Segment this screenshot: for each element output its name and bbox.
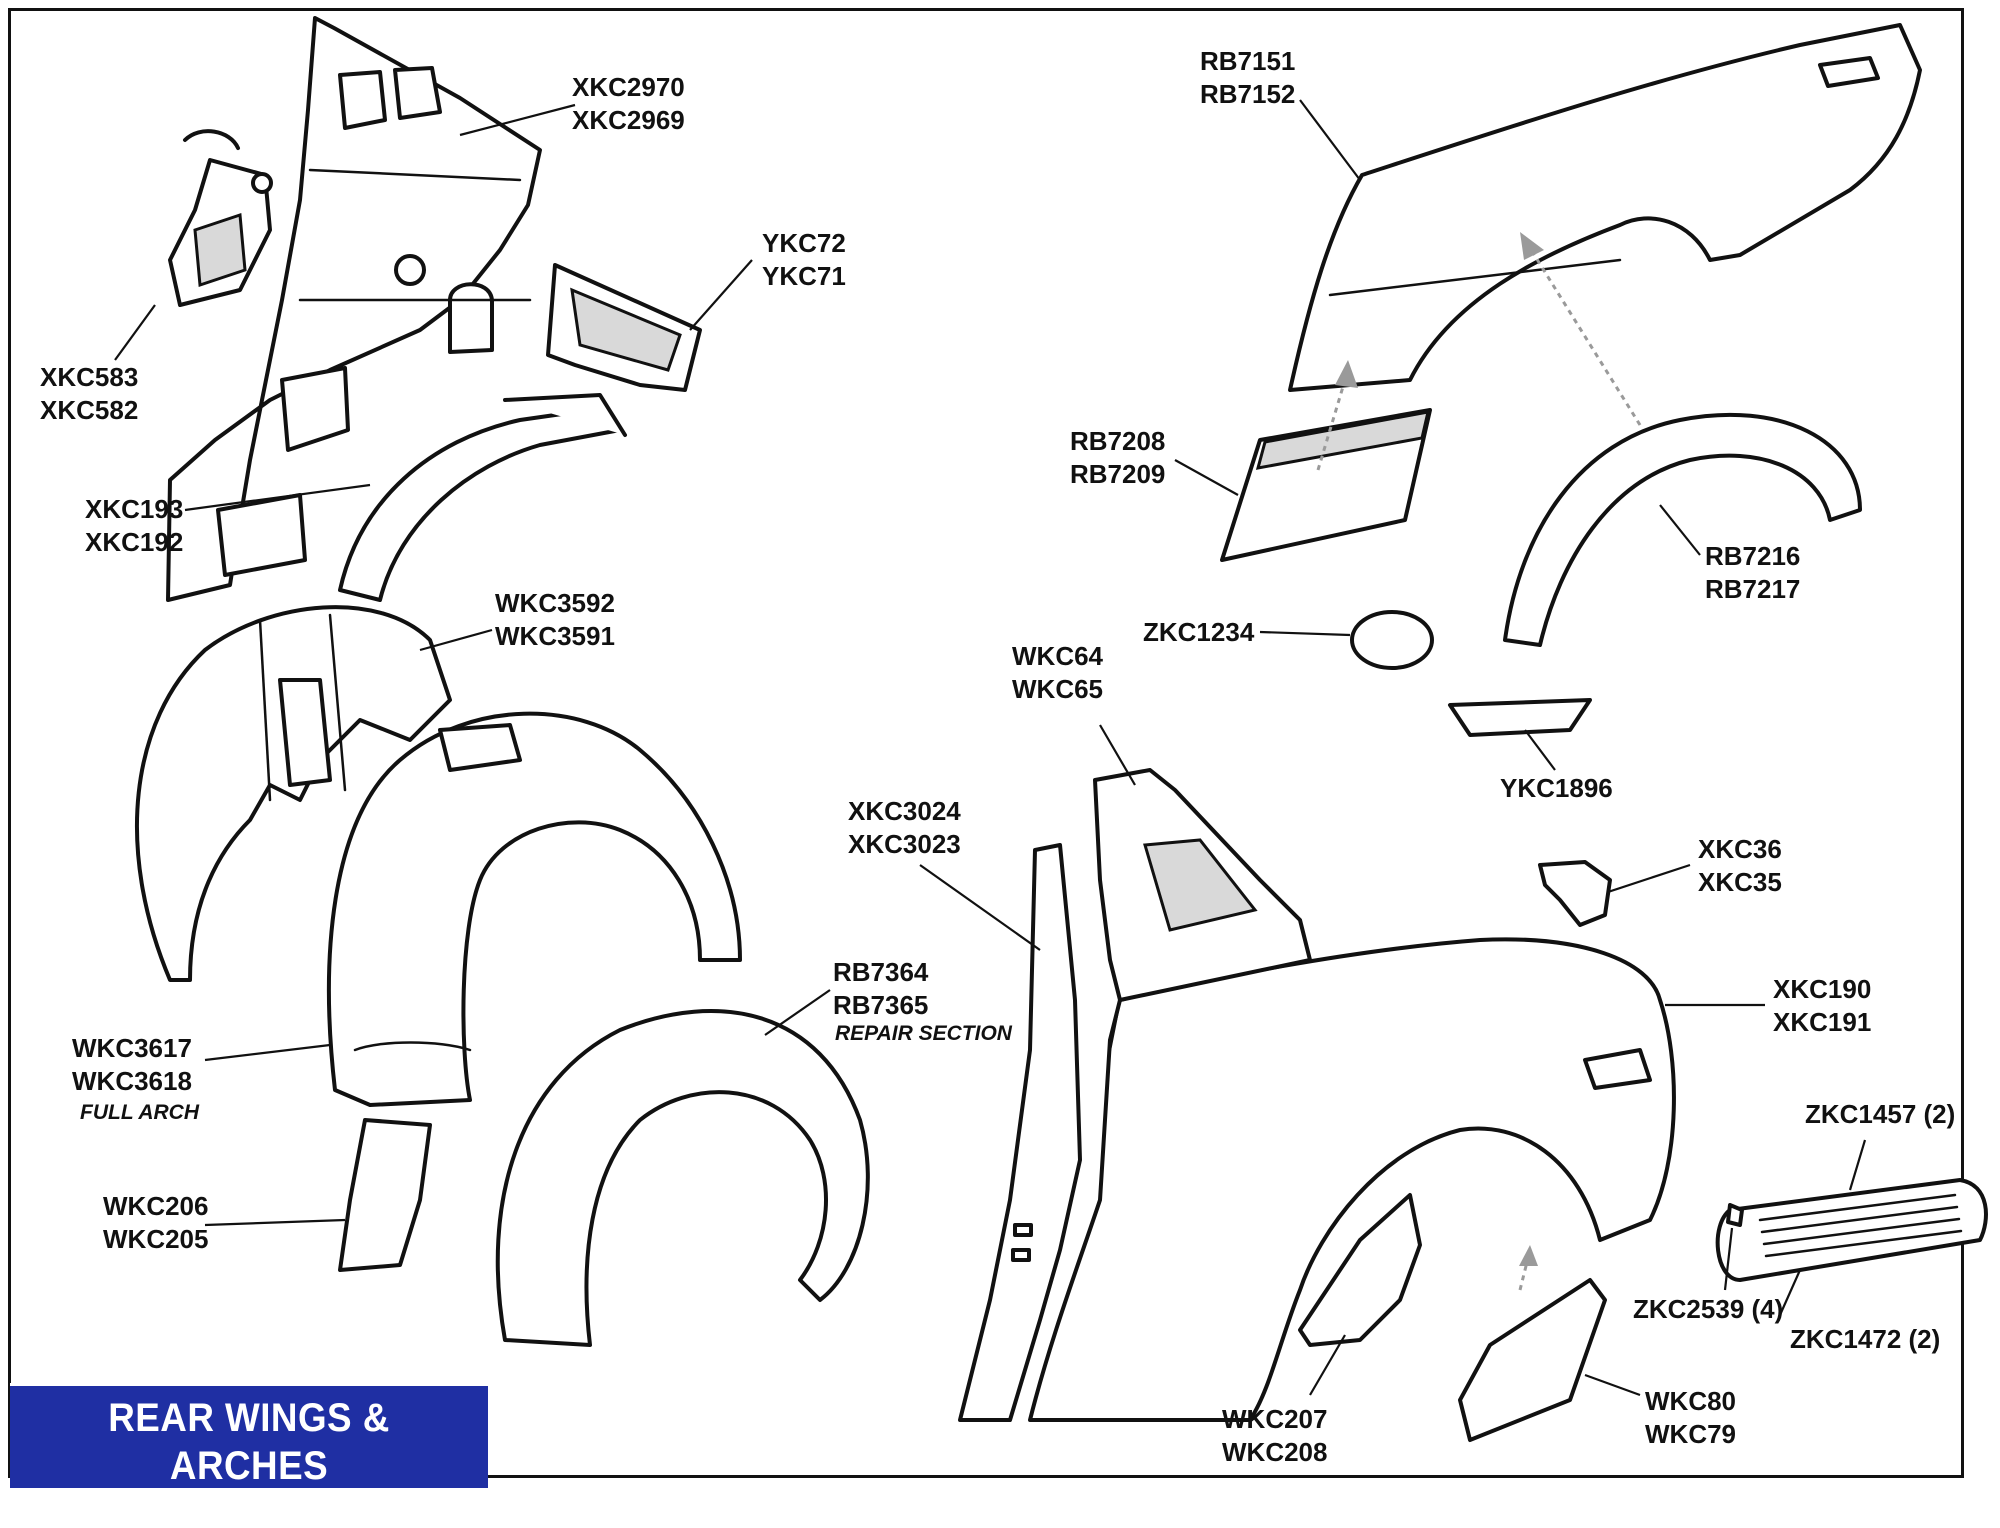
lower-outer-repair [1458, 1278, 1607, 1442]
bracket-part [168, 129, 273, 307]
full-outer-arch [326, 711, 742, 1107]
note-repair-section: REPAIR SECTION [835, 1022, 1013, 1045]
leader-lines [114, 99, 1867, 1397]
screw-part [1726, 1203, 1744, 1227]
rear-quarter-outer [1028, 937, 1676, 1422]
inner-sill-repair [1298, 1193, 1422, 1347]
hinge-cover [1448, 698, 1592, 737]
title-main: REAR WINGS & ARCHES [108, 1396, 390, 1488]
outer-rear-wing-upper [1288, 23, 1922, 392]
title-sub: COUPE [188, 1490, 310, 1528]
wheel-arch-strip [338, 393, 627, 602]
label-zkc2539: ZKC2539 (4) [1633, 1294, 1783, 1324]
title-banner: REAR WINGS & ARCHES COUPE [10, 1383, 488, 1528]
label-ykc1896: YKC1896 [1500, 773, 1613, 803]
label-zkc1234: ZKC1234 [1143, 617, 1255, 647]
rear-lamp [1715, 1178, 1988, 1282]
fitting-arrows [1316, 232, 1642, 1291]
wheel-arch-lip [1503, 412, 1862, 647]
inner-wheel-arch [134, 605, 452, 982]
fuel-filler-cap [1350, 610, 1434, 670]
arch-repair-section [495, 1009, 870, 1347]
label-zkc1472: ZKC1472 (2) [1790, 1324, 1940, 1354]
quarter-light-panel [1093, 768, 1312, 1002]
inner-quarter-panel [166, 16, 542, 602]
lower-repair-panel [1220, 408, 1432, 562]
note-full-arch: FULL ARCH [80, 1101, 200, 1124]
clip-part [1538, 860, 1612, 927]
lower-arch-repair-section [338, 1118, 432, 1272]
closing-panel [546, 263, 702, 392]
label-zkc1457: ZKC1457 (2) [1805, 1099, 1955, 1129]
b-post-panel [958, 843, 1082, 1422]
